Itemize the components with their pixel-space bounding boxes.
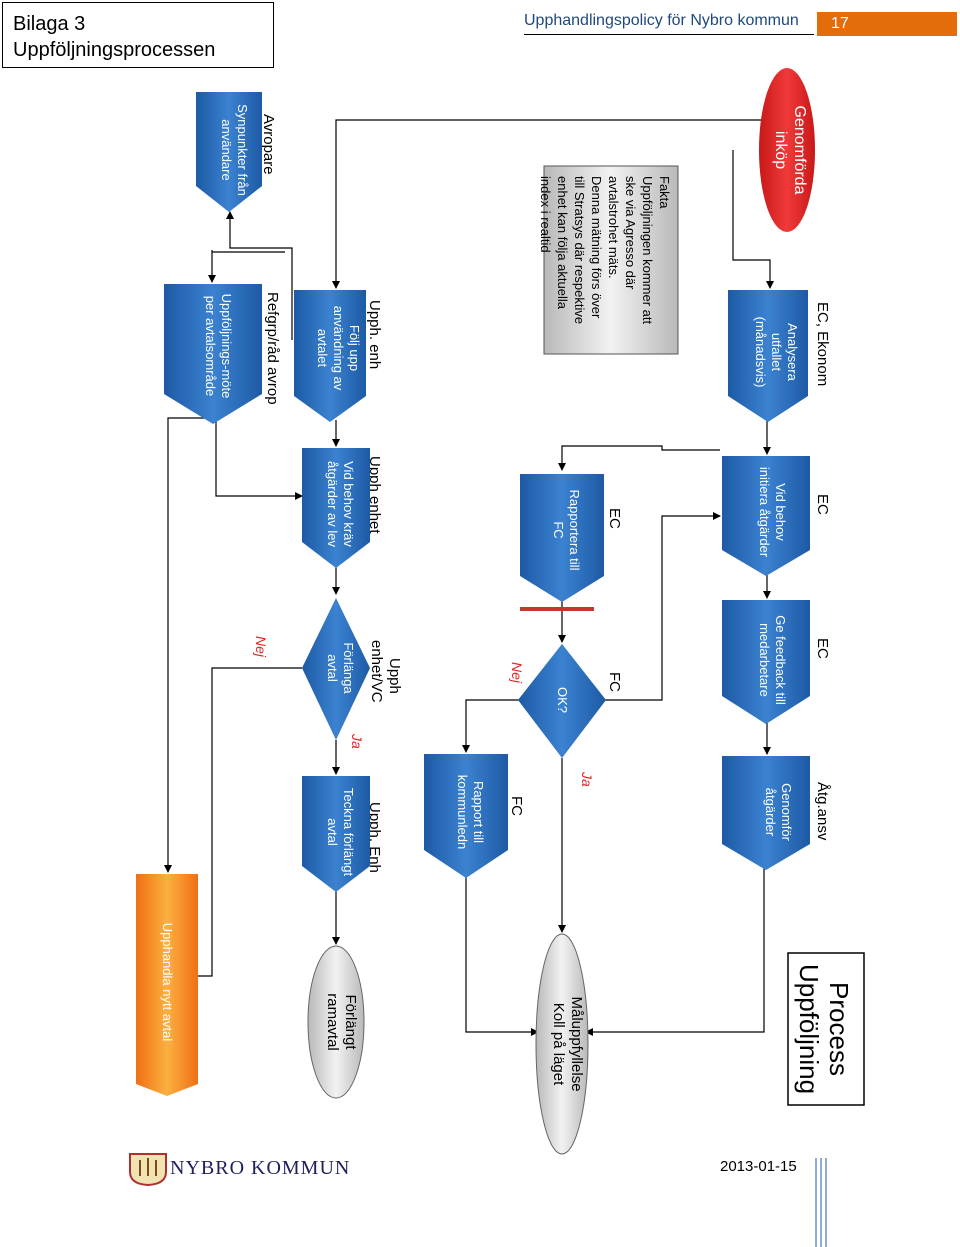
connectors xyxy=(164,119,774,1036)
process-title-line1: Process xyxy=(824,982,854,1076)
svg-text:Förlänga: Förlänga xyxy=(341,642,356,694)
svg-text:Rapport till: Rapport till xyxy=(471,781,486,843)
page-number: 17 xyxy=(817,12,957,36)
svg-text:användare: användare xyxy=(219,119,234,180)
svg-text:initiera åtgärder: initiera åtgärder xyxy=(757,467,772,558)
svg-text:ramavtal: ramavtal xyxy=(324,993,341,1051)
role-avropare: Avropare xyxy=(260,114,277,175)
step-ge-feedback: Ge feedback till medarbetare xyxy=(722,600,810,724)
svg-text:enhet kan följa aktuella: enhet kan följa aktuella xyxy=(555,176,570,310)
svg-text:Genomförda: Genomförda xyxy=(791,106,808,195)
svg-text:index i realtid: index i realtid xyxy=(538,176,553,253)
svg-text:åtgärder av lev: åtgärder av lev xyxy=(325,461,340,547)
svg-text:OK?: OK? xyxy=(555,687,570,713)
svg-text:Fakta: Fakta xyxy=(657,176,672,209)
svg-text:avtalet: avtalet xyxy=(315,329,330,368)
process-title-line2: Uppföljning xyxy=(794,964,824,1094)
label-ja-1: Ja xyxy=(579,771,595,787)
decision-forlanga-avtal: Förlänga avtal xyxy=(302,598,370,740)
svg-text:Vid behov: Vid behov xyxy=(773,483,788,541)
step-synpunkter: Synpunkter från användare xyxy=(196,92,262,212)
svg-text:avtal: avtal xyxy=(325,818,340,846)
svg-text:medarbetare: medarbetare xyxy=(757,623,772,697)
svg-text:avtal: avtal xyxy=(325,654,340,682)
svg-text:Teckna förlängt: Teckna förlängt xyxy=(341,788,356,877)
document-date: 2013-01-15 xyxy=(720,1158,797,1175)
bilaga-label: Bilaga 3 xyxy=(13,13,86,35)
svg-text:Upphandla nytt avtal: Upphandla nytt avtal xyxy=(160,923,175,1042)
step-vid-behov-initiera: Vid behov initiera åtgärder xyxy=(722,456,810,576)
label-ja-2: Ja xyxy=(349,733,365,749)
role-ec-1: EC xyxy=(814,494,831,515)
svg-text:Denna mätning förs över: Denna mätning förs över xyxy=(589,176,604,319)
role-upph-vc-line2: enhet/VC xyxy=(368,640,385,703)
svg-text:Följ upp: Följ upp xyxy=(347,325,362,371)
svg-text:FC: FC xyxy=(551,521,566,538)
label-nej-1: Nej xyxy=(509,662,525,684)
svg-text:Koll på läget: Koll på läget xyxy=(550,1003,567,1086)
step-rapportera-till-fc: Rapportera till FC xyxy=(520,474,604,602)
start-ellipse-genomforda-inkop: Genomförda inköp xyxy=(759,68,815,232)
role-atg-ansv: Åtg.ansv xyxy=(814,782,831,841)
svg-text:Uppföljnings-möte: Uppföljnings-möte xyxy=(219,294,234,399)
role-ec-3: EC xyxy=(606,508,623,529)
role-upph-enh: Upph. enh xyxy=(366,300,383,369)
svg-text:inköp: inköp xyxy=(772,131,789,169)
svg-text:Ge feedback till: Ge feedback till xyxy=(773,615,788,705)
label-nej-2: Nej xyxy=(253,636,269,658)
role-fc-1: FC xyxy=(606,672,623,692)
section-title: Uppföljningsprocessen xyxy=(13,39,216,61)
role-upph-enhet: Upph enhet xyxy=(366,456,383,534)
role-ec-ekonom: EC, Ekonom xyxy=(814,302,831,386)
role-ec-2: EC xyxy=(814,638,831,659)
step-genomfor-atgarder: Genomför åtgärder xyxy=(722,756,810,870)
end-ellipse-forlangt-ramavtal: Förlängt ramavtal xyxy=(307,945,365,1099)
footer-decoration-lines xyxy=(815,1158,827,1247)
step-vid-behov-krav: Vid behov kräv åtgärder av lev xyxy=(302,448,370,568)
step-rapport-kommunledn: Rapport till kommunledn xyxy=(424,754,508,878)
fakta-note-box: Fakta Uppföljningen kommer att ske via A… xyxy=(538,165,679,355)
nybro-logo xyxy=(129,1153,167,1186)
svg-text:till Stratsys där respektive: till Stratsys där respektive xyxy=(572,176,587,324)
svg-text:Uppföljningen kommer att: Uppföljningen kommer att xyxy=(640,176,655,325)
svg-text:ske via Agresso där: ske via Agresso där xyxy=(623,176,638,290)
svg-text:Rapportera till: Rapportera till xyxy=(567,490,582,571)
role-refgrp: Refgrp/råd avrop xyxy=(264,292,281,405)
end-ellipse-maluppfyllelse: Måluppfyllelse Koll på läget xyxy=(535,933,589,1155)
svg-text:Förlängt: Förlängt xyxy=(342,994,359,1050)
svg-text:åtgärder: åtgärder xyxy=(763,788,778,837)
svg-text:kommunledn: kommunledn xyxy=(455,775,470,849)
title-box: Bilaga 3 Uppföljningsprocessen xyxy=(2,2,274,68)
svg-text:Vid behov kräv: Vid behov kräv xyxy=(341,461,356,547)
svg-text:per avtalsområde: per avtalsområde xyxy=(203,296,218,396)
process-title-box: Process Uppföljning xyxy=(787,952,865,1106)
svg-text:(månadsvis): (månadsvis) xyxy=(753,317,768,388)
logo-text: NYBRO KOMMUN xyxy=(170,1157,351,1179)
role-upph-enh-2: Upph. Enh xyxy=(366,802,383,873)
role-upph-vc-line1: Upph xyxy=(386,658,403,694)
document-title: Upphandlingspolicy för Nybro kommun xyxy=(524,12,799,29)
role-fc-2: FC xyxy=(508,796,525,816)
svg-text:användning av: användning av xyxy=(331,306,346,391)
decision-ok: OK? xyxy=(518,644,606,758)
step-upphandla-nytt-avtal: Upphandla nytt avtal xyxy=(136,874,198,1096)
svg-text:Genomför: Genomför xyxy=(779,783,794,841)
step-teckna-forlangt-avtal: Teckna förlängt avtal xyxy=(302,776,370,892)
svg-text:avtalstrohet mäts.: avtalstrohet mäts. xyxy=(606,176,621,279)
svg-text:Synpunkter från: Synpunkter från xyxy=(235,104,250,196)
svg-text:Måluppfyllelse: Måluppfyllelse xyxy=(568,996,585,1091)
step-analysera-utfallet: Analysera utfallet (månadsvis) xyxy=(728,290,808,422)
step-folj-upp: Följ upp användning av avtalet xyxy=(294,290,366,422)
svg-text:utfallet: utfallet xyxy=(769,333,784,372)
step-uppfoljningsmote: Uppföljnings-möte per avtalsområde xyxy=(164,284,262,424)
header-rule xyxy=(524,34,814,35)
svg-text:Analysera: Analysera xyxy=(785,323,800,382)
